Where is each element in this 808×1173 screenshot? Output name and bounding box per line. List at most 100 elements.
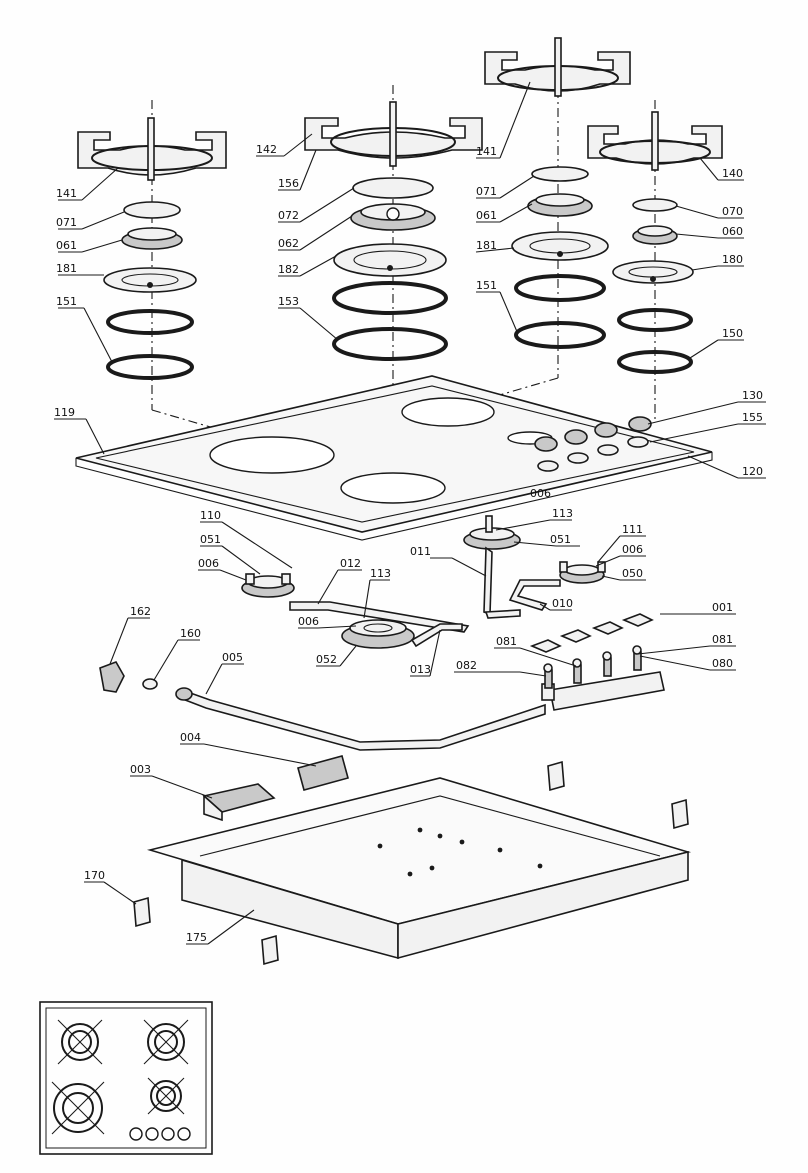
inset-burner-bottom-left bbox=[51, 1081, 105, 1135]
knob-bezels bbox=[537, 436, 649, 472]
callout-labels: 141 071 061 181 151 142 156 072 062 182 … bbox=[54, 143, 763, 944]
burner-body-right bbox=[559, 561, 606, 584]
gas-manifold bbox=[541, 645, 665, 711]
hob-top-plate bbox=[75, 375, 713, 541]
callout-061a: 061 bbox=[56, 239, 77, 252]
seal-ring-upper-left bbox=[106, 309, 194, 335]
burner-cap-tiny bbox=[632, 198, 678, 212]
callout-140: 140 bbox=[722, 167, 743, 180]
burner-cutout-rear bbox=[401, 397, 495, 427]
pipe-011 bbox=[483, 546, 493, 616]
base-tray-175 bbox=[146, 777, 692, 960]
callout-141b: 141 bbox=[476, 145, 497, 158]
main-gas-rail bbox=[179, 688, 546, 751]
callout-120: 120 bbox=[742, 465, 763, 478]
bracket-004 bbox=[297, 755, 349, 791]
gas-distribution bbox=[99, 515, 665, 751]
trim-ring-181-left bbox=[103, 267, 197, 293]
callout-060: 060 bbox=[722, 225, 743, 238]
callout-003: 003 bbox=[130, 763, 151, 776]
pan-support-right bbox=[587, 111, 723, 171]
callout-151a: 151 bbox=[56, 295, 77, 308]
callout-155: 155 bbox=[742, 411, 763, 424]
ignition-unit-003 bbox=[202, 783, 276, 822]
control-knobs bbox=[534, 416, 652, 452]
callout-071b: 071 bbox=[476, 185, 497, 198]
callout-071a: 071 bbox=[56, 216, 77, 229]
burner-body-left bbox=[241, 573, 295, 598]
callout-081a: 081 bbox=[496, 635, 517, 648]
burner-body-front bbox=[341, 619, 415, 649]
callout-160: 160 bbox=[180, 627, 201, 640]
callout-111: 111 bbox=[622, 523, 643, 536]
callout-005: 005 bbox=[222, 651, 243, 664]
burner-head-left bbox=[121, 227, 183, 250]
seal-ring-lower-right bbox=[617, 350, 693, 374]
callout-153: 153 bbox=[278, 295, 299, 308]
callout-082: 082 bbox=[456, 659, 477, 672]
callout-006d: 006 bbox=[530, 487, 551, 500]
burner-stack-left bbox=[77, 117, 227, 380]
burner-cap-small bbox=[123, 201, 181, 219]
callout-061b: 061 bbox=[476, 209, 497, 222]
callout-181b: 181 bbox=[476, 239, 497, 252]
callout-052: 052 bbox=[316, 653, 337, 666]
hob-layout-inset bbox=[39, 1001, 213, 1155]
seal-ring-upper-cr bbox=[514, 274, 606, 302]
pipe-010 bbox=[508, 579, 561, 611]
callout-013: 013 bbox=[410, 663, 431, 676]
burner-body-rear bbox=[463, 515, 521, 550]
pan-support-left bbox=[77, 117, 227, 181]
callout-006b: 006 bbox=[298, 615, 319, 628]
callout-072: 072 bbox=[278, 209, 299, 222]
pipe-013 bbox=[410, 623, 463, 648]
burner-stack-centre-right bbox=[484, 37, 631, 349]
burner-stack-right bbox=[587, 111, 723, 374]
callout-081b: 081 bbox=[712, 633, 733, 646]
callout-012: 012 bbox=[340, 557, 361, 570]
pipe-012 bbox=[289, 601, 470, 633]
callout-001: 001 bbox=[712, 601, 733, 614]
callout-180: 180 bbox=[722, 253, 743, 266]
washer-160 bbox=[142, 678, 158, 690]
callout-151b: 151 bbox=[476, 279, 497, 292]
callout-141a: 141 bbox=[56, 187, 77, 200]
tap-fixings-001 bbox=[529, 613, 654, 653]
callout-162: 162 bbox=[130, 605, 151, 618]
callout-175: 175 bbox=[186, 931, 207, 944]
callout-006a: 006 bbox=[198, 557, 219, 570]
callout-182: 182 bbox=[278, 263, 299, 276]
inset-burner-top-right bbox=[143, 1019, 189, 1065]
seal-ring-lower-cr bbox=[514, 321, 606, 349]
pipe-011-end bbox=[484, 609, 521, 619]
seal-ring-upper-right bbox=[617, 308, 693, 332]
pan-support-large bbox=[304, 101, 483, 167]
trim-ring-181-right bbox=[511, 231, 609, 261]
burner-head-large bbox=[350, 203, 436, 231]
trim-ring-180 bbox=[612, 260, 694, 284]
burner-head-centre-right bbox=[527, 193, 593, 217]
callout-050: 050 bbox=[622, 567, 643, 580]
inset-control-knobs bbox=[129, 1127, 191, 1141]
mounting-clamps-170 bbox=[133, 760, 689, 966]
callout-156: 156 bbox=[278, 177, 299, 190]
callout-110: 110 bbox=[200, 509, 221, 522]
callout-130: 130 bbox=[742, 389, 763, 402]
callout-011: 011 bbox=[410, 545, 431, 558]
callout-006c: 006 bbox=[622, 543, 643, 556]
burner-stack-large bbox=[304, 101, 483, 361]
callout-070: 070 bbox=[722, 205, 743, 218]
callout-119: 119 bbox=[54, 406, 75, 419]
pan-support-centre-right bbox=[484, 37, 631, 97]
burner-cutout-front bbox=[340, 472, 446, 504]
callout-004: 004 bbox=[180, 731, 201, 744]
callout-051a: 051 bbox=[200, 533, 221, 546]
burner-cap-small-b bbox=[531, 166, 589, 182]
trim-ring-182 bbox=[333, 243, 447, 277]
burner-head-right bbox=[632, 225, 678, 245]
seal-ring-upper-large bbox=[332, 281, 448, 315]
callout-142: 142 bbox=[256, 143, 277, 156]
callout-150: 150 bbox=[722, 327, 743, 340]
